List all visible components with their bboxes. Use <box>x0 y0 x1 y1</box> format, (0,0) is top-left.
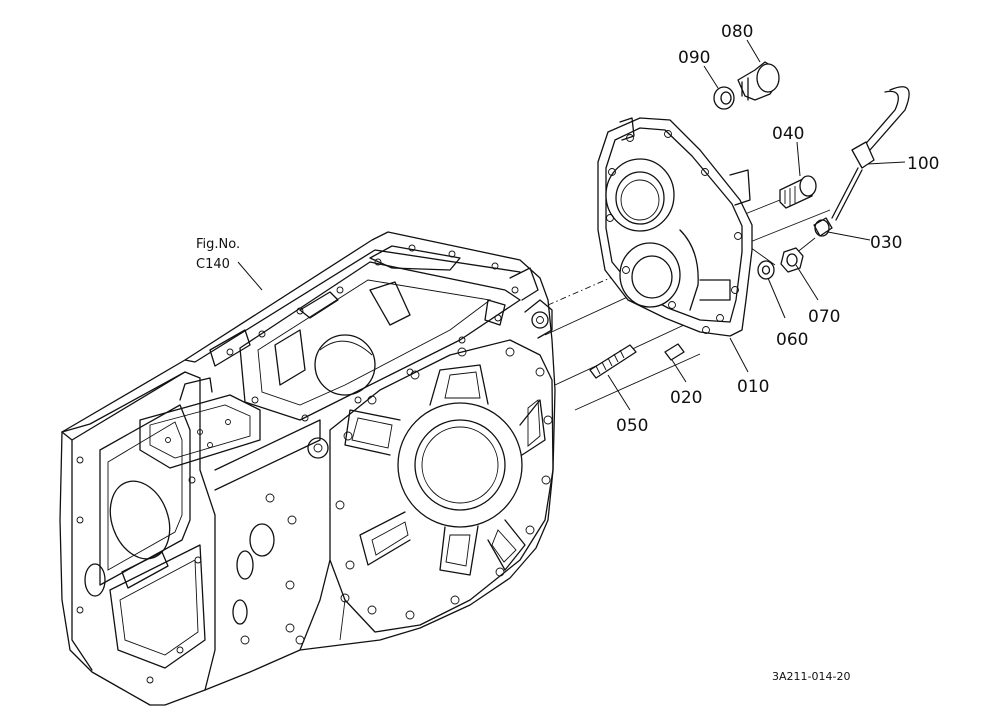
drawing-code: 3A211-014-20 <box>772 670 850 683</box>
callout-080: 080 <box>721 22 753 42</box>
callout-050: 050 <box>616 416 648 436</box>
callout-070: 070 <box>808 307 840 327</box>
seal-030 <box>813 217 833 237</box>
cover-010 <box>597 117 753 337</box>
figure-ref-line2: C140 <box>196 257 230 272</box>
washer-060 <box>757 260 775 280</box>
callout-040: 040 <box>772 124 804 144</box>
callout-labels: 080 090 040 100 030 070 060 010 020 050 … <box>196 22 939 683</box>
bolt-040 <box>779 175 817 209</box>
callout-100: 100 <box>907 154 939 174</box>
transmission-case <box>59 231 556 706</box>
stud-050 <box>589 344 637 379</box>
callout-060: 060 <box>776 330 808 350</box>
nut-070 <box>780 247 804 273</box>
dipstick-100 <box>831 86 910 221</box>
figure-ref-line1: Fig.No. <box>196 237 240 252</box>
plug-080 <box>737 61 780 101</box>
callout-020: 020 <box>670 388 702 408</box>
callout-010: 010 <box>737 377 769 397</box>
callout-030: 030 <box>870 233 902 253</box>
callout-090: 090 <box>678 48 710 68</box>
leader-lines <box>237 39 906 411</box>
pin-020 <box>664 343 685 361</box>
washer-090 <box>713 86 735 110</box>
